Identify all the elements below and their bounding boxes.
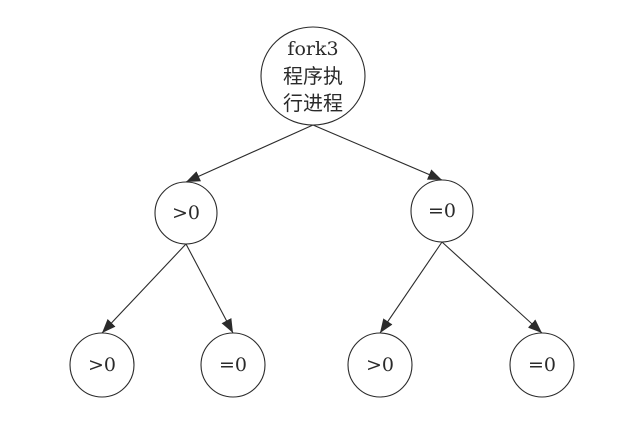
node-label: >0: [172, 202, 200, 224]
node-label: =0: [428, 200, 456, 222]
tree-edge-root-to-left: [185, 124, 314, 183]
tree-edge-right-to-right-right: [441, 241, 543, 334]
node-label: fork3: [287, 38, 338, 60]
tree-node-left-right: =0: [200, 332, 266, 398]
node-circle: [200, 332, 266, 398]
tree-node-left: >0: [154, 181, 218, 245]
tree-node-right: =0: [410, 179, 474, 243]
node-circle: [347, 332, 413, 398]
tree-edge-left-to-left-left: [101, 243, 187, 334]
tree-edge-root-to-right: [312, 124, 443, 181]
node-circle: [260, 26, 366, 126]
tree-node-right-left: >0: [347, 332, 413, 398]
tree-edge-left-to-left-right: [185, 243, 234, 334]
node-label: >0: [88, 354, 116, 376]
node-label: 行进程: [283, 91, 343, 115]
node-circle: [509, 332, 575, 398]
tree-edge-right-to-right-left: [379, 241, 443, 334]
node-circle: [410, 179, 474, 243]
node-label: >0: [366, 354, 394, 376]
tree-node-right-right: =0: [509, 332, 575, 398]
node-circle: [154, 181, 218, 245]
node-label: =0: [219, 354, 247, 376]
node-circle: [69, 332, 135, 398]
node-label: =0: [528, 354, 556, 376]
tree-node-left-left: >0: [69, 332, 135, 398]
node-label: 程序执: [283, 64, 343, 88]
